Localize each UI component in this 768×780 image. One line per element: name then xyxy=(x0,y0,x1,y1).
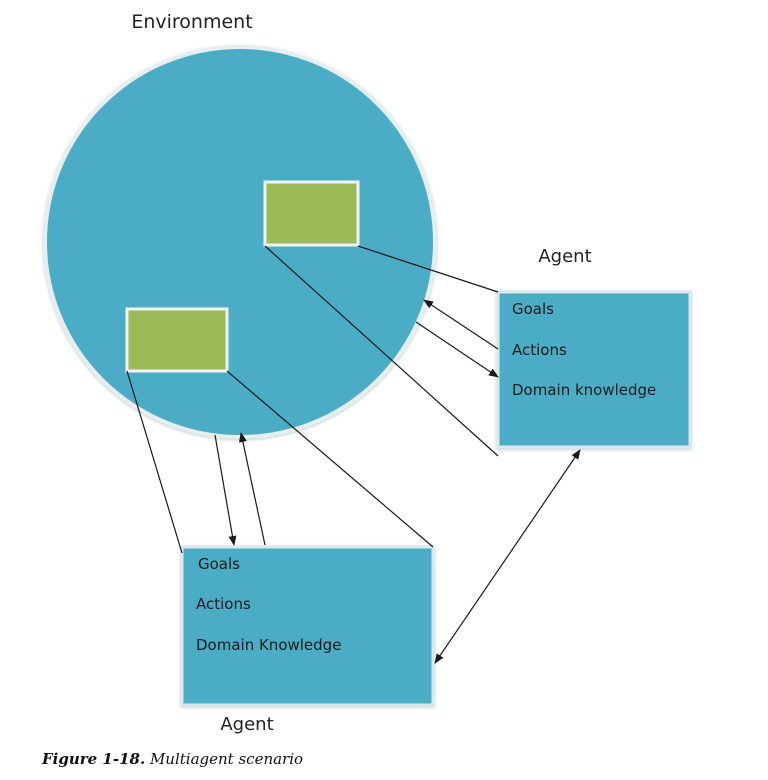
environment-circle xyxy=(43,45,437,439)
arrow-agent-bottom-to-environment xyxy=(238,432,266,546)
line-inner-right-to-agent-right-top xyxy=(357,245,499,293)
arrow-environment-to-agent-bottom xyxy=(214,434,237,546)
line-inner-right-to-agent-right-bottom xyxy=(264,245,499,457)
agent-bottom-label: Agent xyxy=(220,714,273,735)
figure-caption: Figure 1-18. Multiagent scenario xyxy=(42,750,303,768)
multiagent-diagram: Environment Agent Goals Actions Domain k… xyxy=(43,11,692,735)
arrow-agent-right-to-environment xyxy=(423,299,499,350)
arrow-environment-to-agent-right xyxy=(415,321,499,378)
line-inner-bottom-to-agent-bottom-right xyxy=(226,370,434,548)
figure-number: Figure 1-18. xyxy=(42,750,146,768)
agent-bottom-domain-knowledge: Domain Knowledge xyxy=(196,636,341,654)
line-inner-bottom-to-agent-bottom-left xyxy=(126,370,183,554)
agent-box-right xyxy=(496,290,692,449)
agent-box-bottom xyxy=(180,545,435,707)
figure-caption-text: Multiagent scenario xyxy=(149,750,304,768)
agent-bottom-goals: Goals xyxy=(198,555,240,573)
agent-right-actions: Actions xyxy=(512,341,567,359)
arrow-agent-to-agent xyxy=(434,449,581,664)
agent-right-domain-knowledge: Domain knowledge xyxy=(512,381,656,399)
inner-box-agent-right xyxy=(263,180,360,247)
environment-label: Environment xyxy=(131,11,252,33)
inner-box-agent-bottom xyxy=(125,307,229,373)
agent-right-label: Agent xyxy=(538,246,591,267)
agent-right-goals: Goals xyxy=(512,300,554,318)
agent-bottom-actions: Actions xyxy=(196,595,251,613)
